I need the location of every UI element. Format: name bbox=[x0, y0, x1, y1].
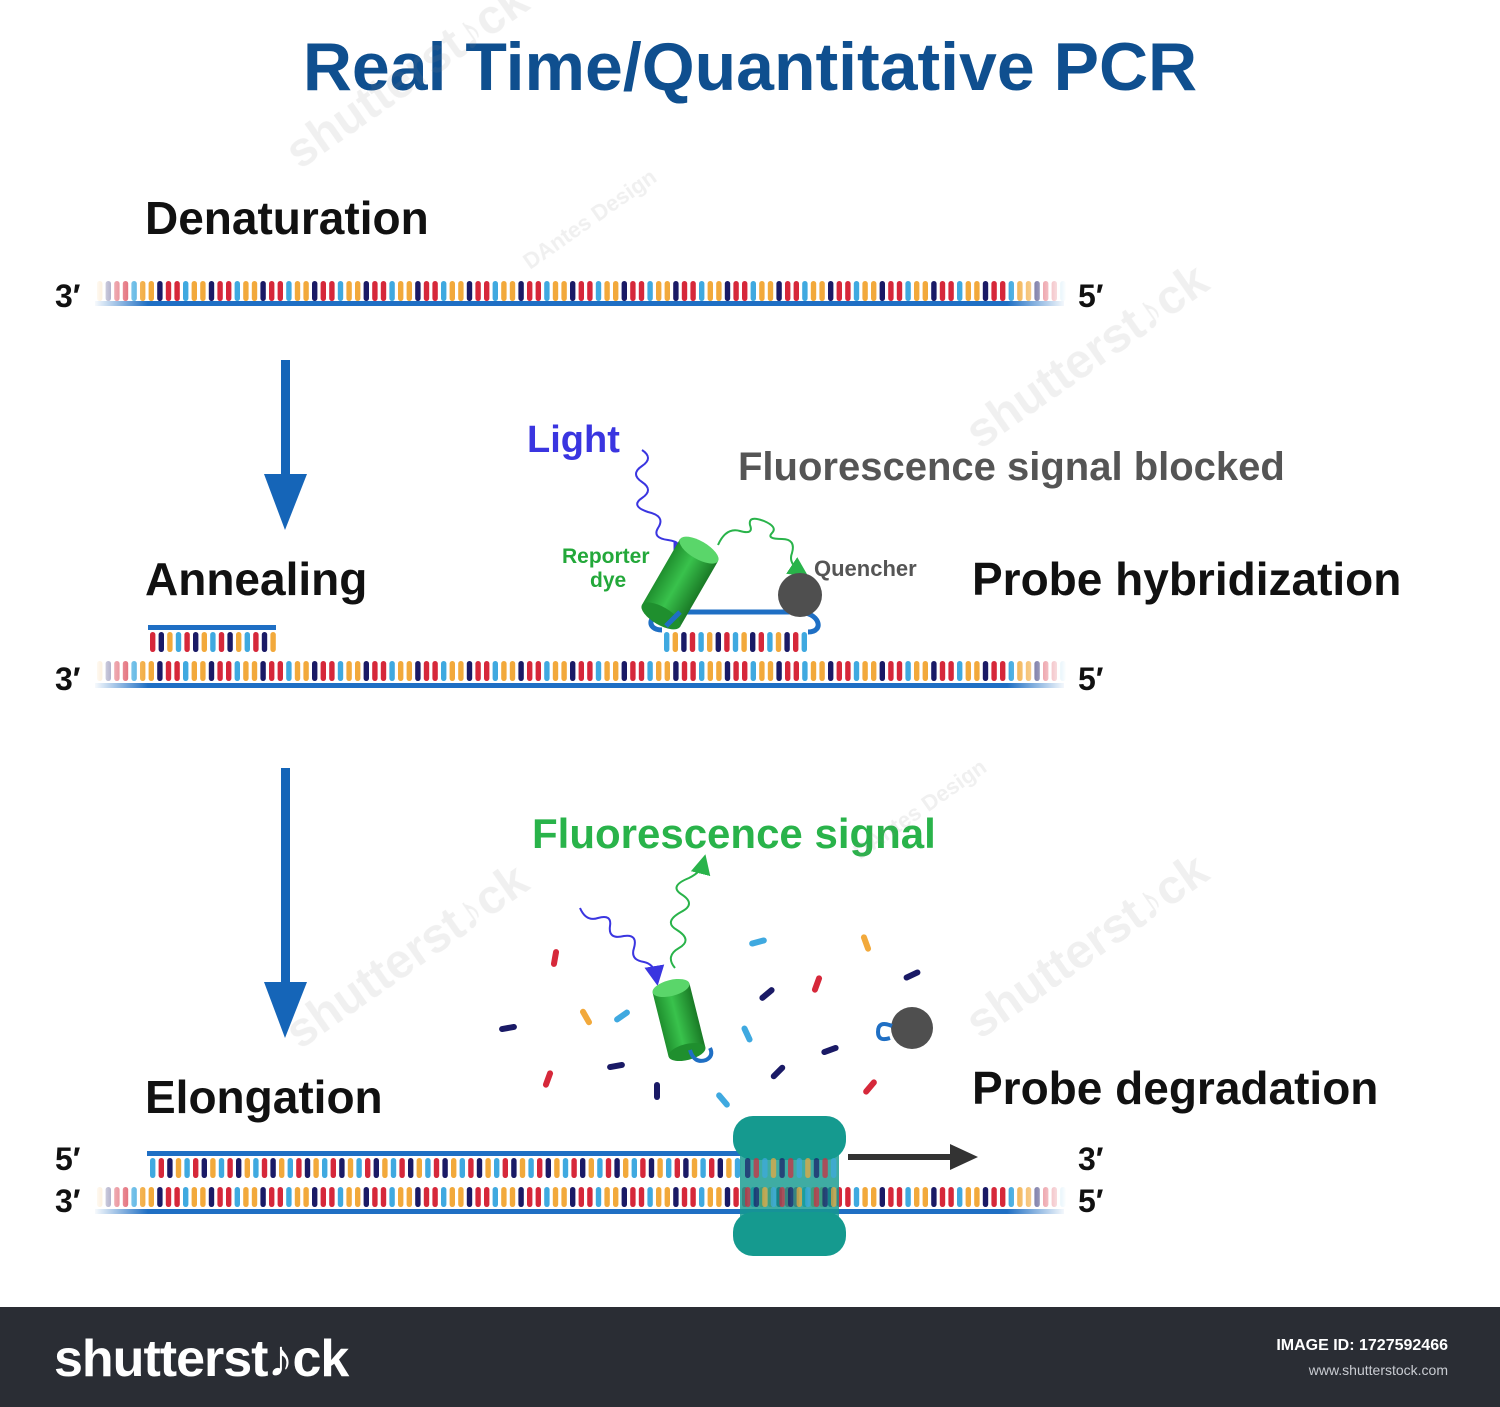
step-label-denaturation: Denaturation bbox=[145, 192, 429, 244]
end-label-5prime-elongation-bottom: 5′ bbox=[1078, 1183, 1104, 1219]
footer-image-id: IMAGE ID: 1727592466 bbox=[1276, 1337, 1448, 1354]
released-reporter-linker bbox=[688, 1047, 714, 1063]
step-label-elongation: Elongation bbox=[145, 1071, 383, 1123]
light-wave-arrow-2 bbox=[579, 907, 665, 986]
probe-backbone bbox=[648, 609, 821, 635]
pcr-diagram: Real Time/Quantitative PCR Denaturation … bbox=[55, 0, 1401, 1256]
end-label-3prime-elongation-top: 3′ bbox=[1078, 1141, 1104, 1177]
page-title: Real Time/Quantitative PCR bbox=[303, 29, 1197, 105]
light-wave-arrow-1 bbox=[635, 449, 692, 563]
end-label-3prime-denaturation: 3′ bbox=[55, 278, 81, 314]
probe-segment bbox=[664, 632, 807, 652]
dna-strand-annealing bbox=[93, 659, 1067, 691]
end-label-5prime-denaturation: 5′ bbox=[1078, 278, 1104, 314]
end-label-3prime-elongation-bottom: 3′ bbox=[55, 1183, 81, 1219]
polymerase-active-site bbox=[745, 1158, 837, 1207]
probe-hybridization-label: Probe hybridization bbox=[972, 553, 1401, 605]
quencher-sphere bbox=[778, 573, 822, 617]
probe-degradation-label: Probe degradation bbox=[972, 1062, 1378, 1114]
elongation-direction-arrow bbox=[848, 1144, 978, 1170]
released-nucleotides bbox=[499, 934, 921, 1108]
released-quencher-linker bbox=[875, 1022, 893, 1042]
reporter-label-line1: Reporter bbox=[562, 545, 650, 568]
energy-transfer-wave bbox=[717, 517, 809, 577]
end-label-3prime-annealing: 3′ bbox=[55, 661, 81, 697]
end-label-5prime-annealing: 5′ bbox=[1078, 661, 1104, 697]
footer-bar: shutterst♪ck IMAGE ID: 1727592466 www.sh… bbox=[0, 1307, 1500, 1407]
step-label-annealing: Annealing bbox=[145, 553, 367, 605]
watermark-designer-1: DAntes Design bbox=[519, 164, 662, 274]
emission-wave-arrow bbox=[669, 854, 711, 969]
footer-brand-logo: shutterst♪ck bbox=[54, 1330, 349, 1388]
primer-segment bbox=[148, 625, 276, 652]
reporter-label-line2: dye bbox=[590, 569, 626, 592]
quencher-label: Quencher bbox=[814, 556, 917, 581]
dna-strand-elongation-new bbox=[147, 1151, 747, 1178]
dna-strand-denaturation bbox=[93, 279, 1067, 311]
released-reporter-dye bbox=[652, 978, 706, 1062]
watermark-layer: shutterst♪ck shutterst♪ck shutterst♪ck s… bbox=[276, 0, 1218, 1059]
reporter-dye-shape bbox=[641, 536, 719, 630]
dna-strand-elongation-template bbox=[93, 1185, 1067, 1217]
footer-site-url[interactable]: www.shutterstock.com bbox=[1308, 1362, 1448, 1378]
watermark-text-4: shutterst♪ck bbox=[956, 843, 1218, 1049]
reporter-linker bbox=[664, 610, 682, 628]
watermark-text-3: shutterst♪ck bbox=[276, 853, 538, 1059]
flow-arrow-1 bbox=[264, 360, 307, 530]
end-label-5prime-elongation-top: 5′ bbox=[55, 1141, 81, 1177]
released-quencher-sphere bbox=[891, 1007, 933, 1049]
light-label: Light bbox=[527, 419, 620, 461]
dna-polymerase bbox=[733, 1116, 846, 1256]
fluorescence-signal-label: Fluorescence signal bbox=[532, 810, 936, 857]
flow-arrow-2 bbox=[264, 768, 307, 1038]
fluorescence-blocked-label: Fluorescence signal blocked bbox=[738, 445, 1285, 489]
